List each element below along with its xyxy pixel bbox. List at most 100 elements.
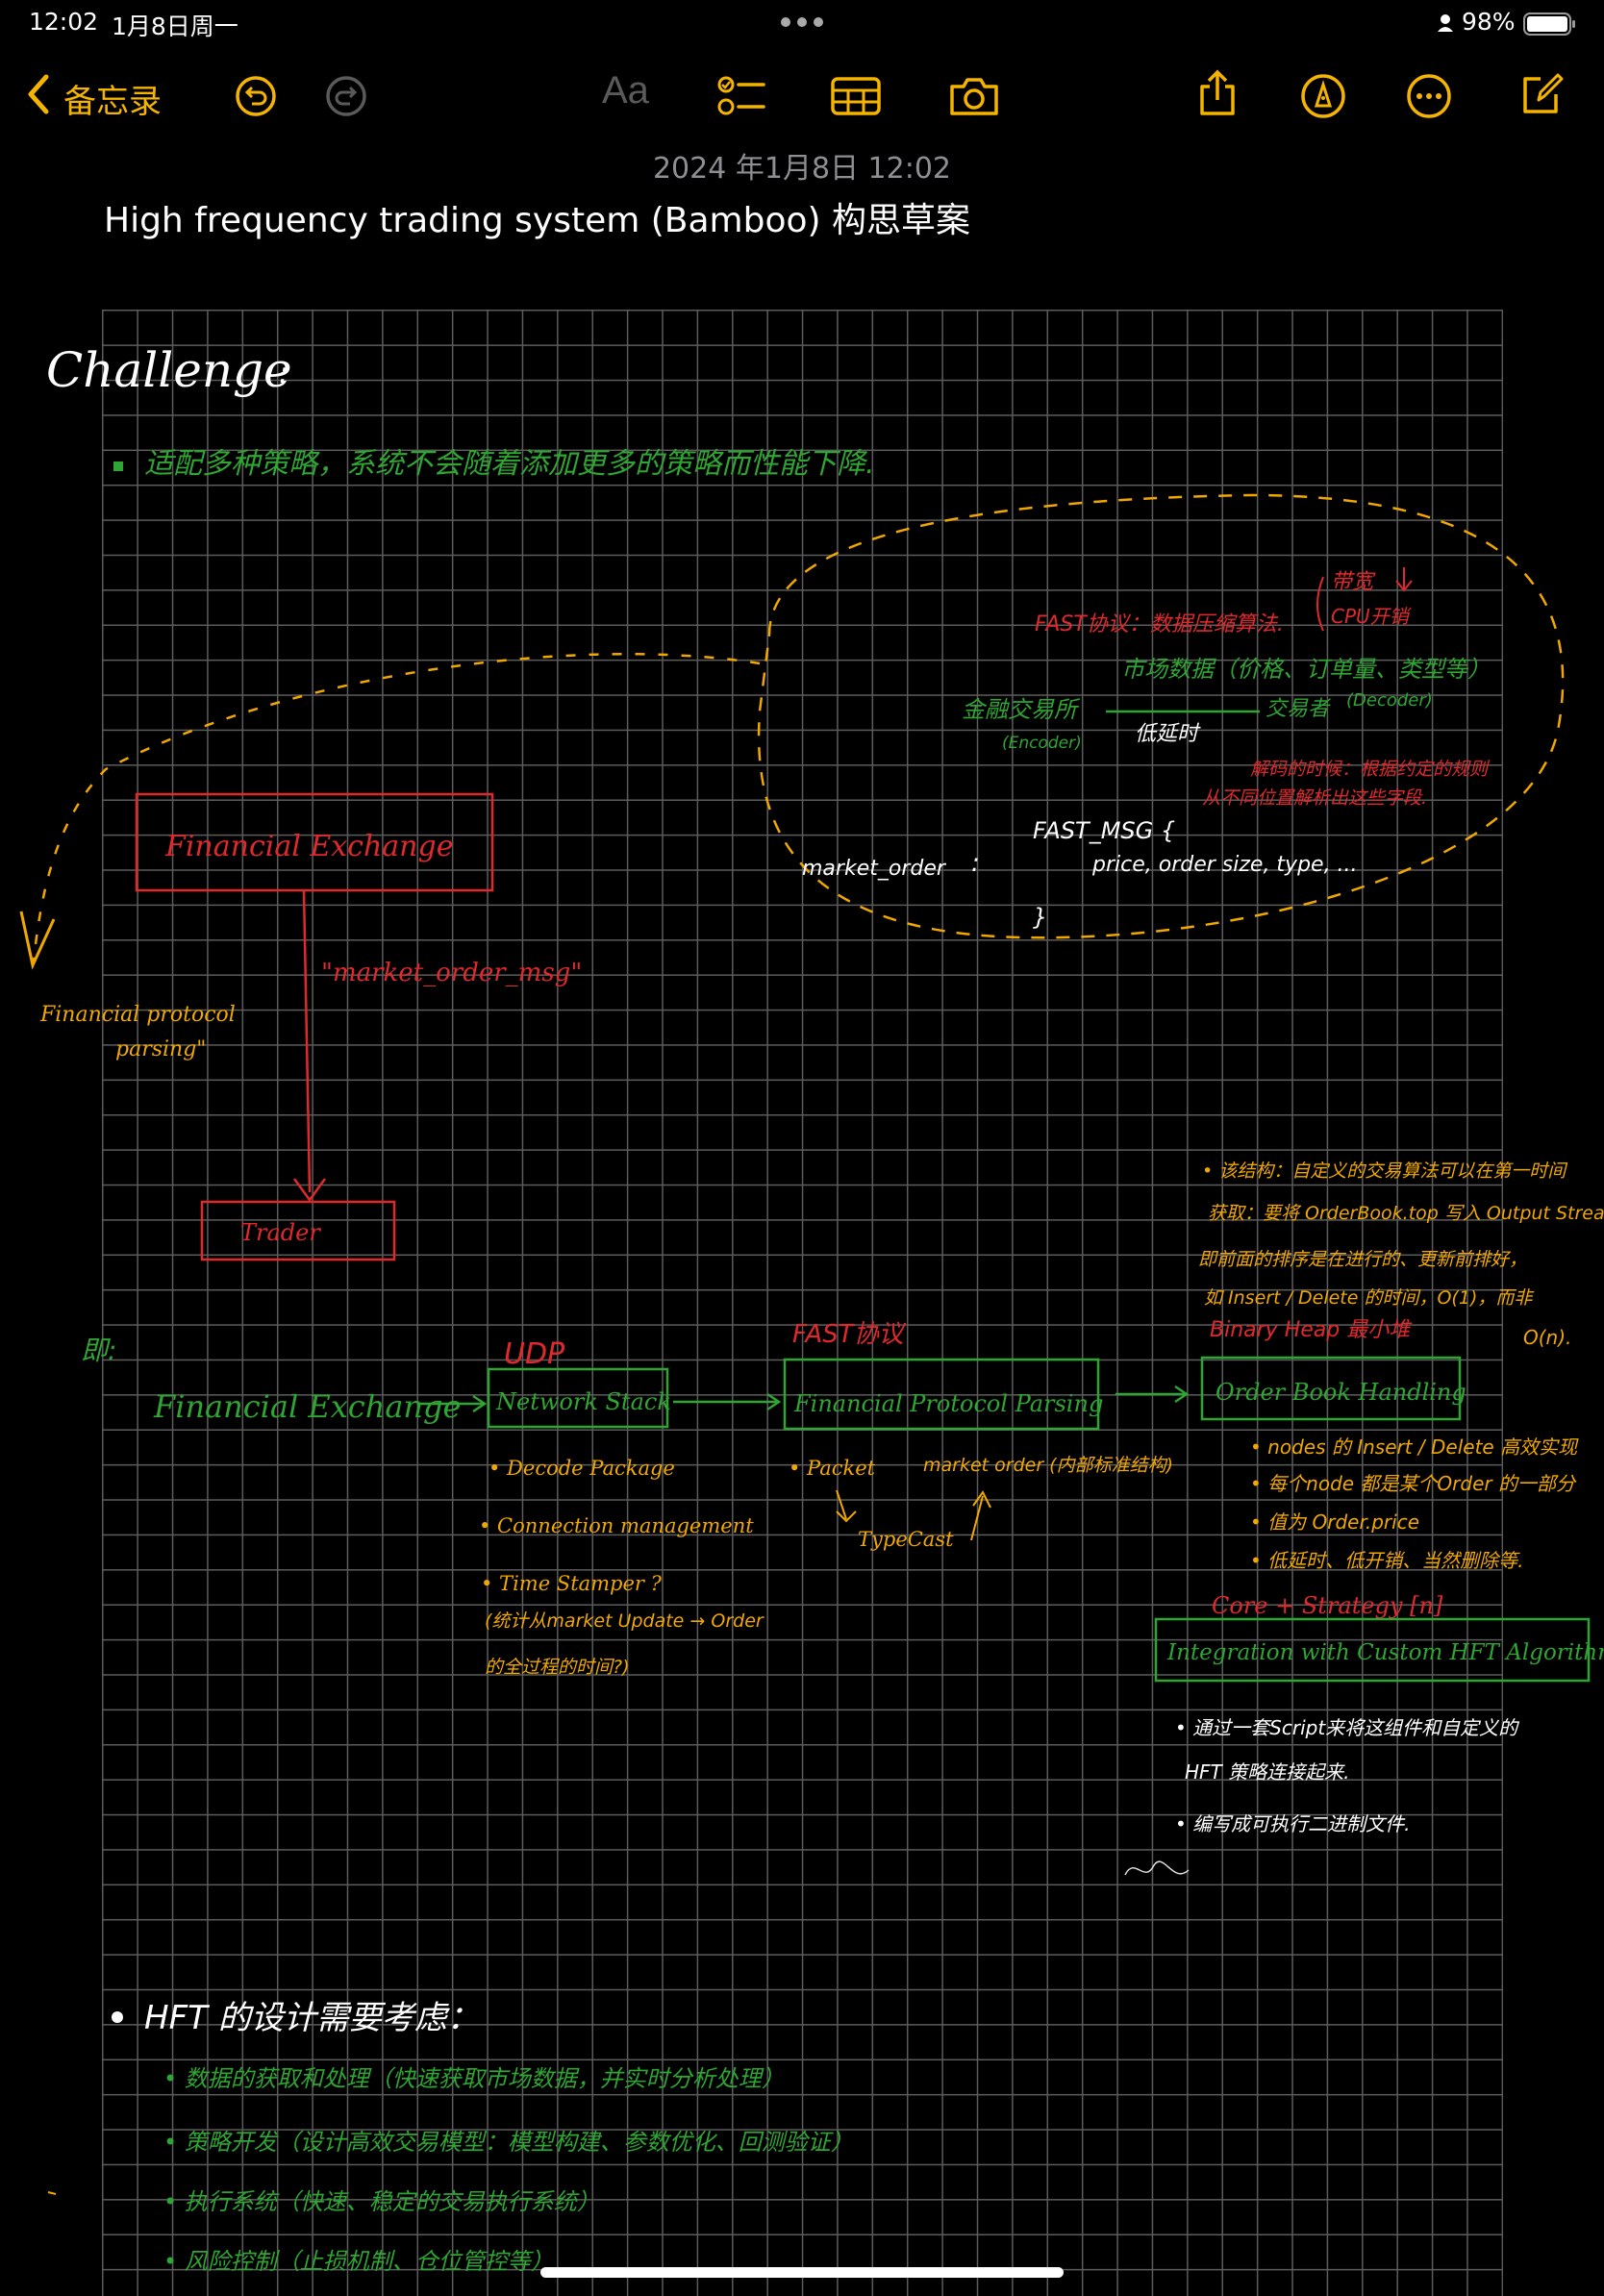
ob-bullet-2: • 每个node 都是某个Order 的一部分 bbox=[1250, 1472, 1577, 1495]
ob-note-4: 如 Insert / Delete 的时间，O(1)，而非 bbox=[1204, 1287, 1535, 1309]
close-brace: } bbox=[1033, 904, 1047, 931]
chevron-left-icon[interactable] bbox=[25, 73, 52, 115]
compose-icon[interactable] bbox=[1519, 71, 1564, 117]
order-book-box bbox=[1200, 1356, 1462, 1421]
low-latency-note: 低延时 bbox=[1135, 722, 1201, 746]
net-bullet-2: • Connection management bbox=[479, 1514, 754, 1537]
status-time: 12:02 bbox=[29, 8, 99, 36]
market-order-internal: market order (内部标准结构) bbox=[923, 1455, 1173, 1476]
integration-box bbox=[1154, 1617, 1591, 1683]
dashed-arc-left bbox=[32, 653, 761, 962]
fast-msg-label: FAST_MSG { bbox=[1033, 817, 1175, 844]
grid-paper[interactable] bbox=[102, 310, 1503, 2296]
battery-icon bbox=[1523, 12, 1575, 36]
net-bullet-1: • Decode Package bbox=[489, 1457, 675, 1480]
hft-item-3: • 执行系统（快速、稳定的交易执行系统） bbox=[163, 2188, 600, 2215]
ob-bullet-1: • nodes 的 Insert / Delete 高效实现 bbox=[1250, 1435, 1579, 1459]
cpu-note: CPU开销 bbox=[1331, 605, 1412, 628]
order-book-label: Order Book Handling bbox=[1216, 1379, 1466, 1406]
ob-note-1: • 该结构：自定义的交易算法可以在第一时间 bbox=[1202, 1160, 1568, 1182]
status-bar: 12:02 1月8日周一 98% bbox=[0, 0, 1604, 46]
challenge-colon: : bbox=[279, 357, 288, 390]
decoder-note: (Decoder) bbox=[1346, 690, 1433, 711]
home-indicator[interactable] bbox=[540, 2267, 1064, 2278]
ob-note-3: 即前面的排序是在进行的、更新前排好， bbox=[1198, 1249, 1527, 1270]
protocol-parsing-box bbox=[783, 1358, 1100, 1431]
arrow-down-icon bbox=[836, 1489, 857, 1523]
financial-exchange-label: Financial Exchange bbox=[164, 830, 453, 863]
packet-label: • Packet bbox=[789, 1457, 876, 1480]
hft-item-4: • 风险控制（止损机制、仓位管控等） bbox=[163, 2248, 554, 2275]
checklist-icon[interactable] bbox=[717, 75, 765, 117]
battery-percent: 98% bbox=[1462, 8, 1516, 36]
small-arrow-icon bbox=[1395, 567, 1413, 592]
decode-note-1: 解码的时候：根据约定的规则 bbox=[1250, 759, 1491, 780]
trader-box bbox=[200, 1200, 396, 1261]
ob-bullet-3: • 值为 Order.price bbox=[1250, 1510, 1419, 1534]
scribble-icon bbox=[1124, 1860, 1190, 1876]
hft-item-1: • 数据的获取和处理（快速获取市场数据，并实时分析处理） bbox=[163, 2065, 785, 2092]
net-bullet-4: (统计从market Update → Order bbox=[485, 1610, 764, 1632]
redo-icon[interactable] bbox=[325, 75, 367, 117]
int-bullet-2: HFT 策略连接起来. bbox=[1185, 1760, 1349, 1784]
arrow-right-icon bbox=[766, 1392, 782, 1411]
network-stack-box bbox=[487, 1367, 669, 1429]
note-date: 2024 年1月8日 12:02 bbox=[652, 152, 952, 186]
market-order-colon: : bbox=[971, 849, 980, 878]
binary-heap-label: Binary Heap 最小堆 bbox=[1210, 1318, 1413, 1342]
person-icon bbox=[1438, 14, 1453, 32]
hft-heading: HFT 的设计需要考虑： bbox=[144, 1999, 480, 2037]
market-order-msg-label: "market_order_msg" bbox=[321, 959, 582, 987]
core-strategy-label: Core + Strategy [n] bbox=[1212, 1592, 1443, 1619]
ob-note-2: 获取：要将 OrderBook.top 写入 Output Stream bbox=[1208, 1203, 1604, 1224]
share-icon[interactable] bbox=[1196, 69, 1239, 117]
arrow-right-icon bbox=[1174, 1385, 1190, 1404]
brace-icon bbox=[1316, 576, 1324, 632]
hft-item-2: • 策略开发（设计高效交易模型：模型构建、参数优化、回测验证） bbox=[163, 2129, 854, 2156]
udp-label: UDP bbox=[504, 1337, 565, 1371]
arrow-down-icon bbox=[292, 1178, 327, 1203]
back-button-label[interactable]: 备忘录 bbox=[63, 83, 162, 121]
bandwidth-note: 带宽 bbox=[1331, 570, 1376, 594]
camera-icon[interactable] bbox=[948, 75, 1000, 117]
arrow-down-icon bbox=[19, 911, 56, 970]
fast-protocol-note: FAST协议：数据压缩算法. bbox=[1035, 612, 1284, 636]
table-icon[interactable] bbox=[831, 77, 881, 115]
multitasking-dots-icon[interactable] bbox=[779, 15, 825, 29]
fast-msg-fields: price, order size, type, ... bbox=[1091, 853, 1358, 877]
arrow-up-icon bbox=[970, 1490, 991, 1541]
market-order-label: market_order bbox=[802, 857, 947, 881]
trader-label: Trader bbox=[240, 1219, 321, 1246]
format-button[interactable]: Aa bbox=[602, 69, 649, 112]
trader-note: 交易者 bbox=[1266, 697, 1332, 721]
more-icon[interactable] bbox=[1406, 73, 1452, 119]
ji-label: 即: bbox=[81, 1335, 116, 1366]
bullet-dot-icon bbox=[113, 462, 123, 471]
note-title[interactable]: High frequency trading system (Bamboo) 构… bbox=[104, 201, 970, 240]
undo-icon[interactable] bbox=[235, 75, 277, 117]
ob-bullet-4: • 低延时、低开销、当然删除等. bbox=[1250, 1549, 1524, 1572]
protocol-parsing-label: Financial Protocol Parsing bbox=[793, 1390, 1103, 1417]
integration-label: Integration with Custom HFT Algorithm bbox=[1166, 1640, 1604, 1665]
stray-mark bbox=[47, 2191, 57, 2195]
market-data-note: 市场数据（价格、订单量、类型等） bbox=[1121, 656, 1491, 683]
markup-pen-icon[interactable] bbox=[1300, 73, 1346, 119]
status-date: 1月8日周一 bbox=[112, 12, 238, 40]
dashed-outline-top bbox=[757, 493, 1565, 939]
note-toolbar bbox=[0, 58, 1604, 135]
exchange-note: 金融交易所 bbox=[962, 696, 1081, 723]
ob-note-5: O(n). bbox=[1523, 1326, 1571, 1349]
challenge-heading: Challenge bbox=[46, 342, 292, 398]
int-bullet-3: • 编写成可执行二进制文件. bbox=[1175, 1812, 1411, 1835]
net-bullet-3: • Time Stamper ? bbox=[481, 1572, 663, 1595]
int-bullet-1: • 通过一套Script来将这组件和自定义的 bbox=[1175, 1716, 1519, 1739]
decode-note-2: 从不同位置解析出这些字段. bbox=[1202, 787, 1427, 809]
financial-exchange-box bbox=[135, 792, 494, 892]
bullet-dot-icon bbox=[112, 2011, 123, 2023]
typecast-label: TypeCast bbox=[858, 1528, 954, 1551]
protocol-label-2: parsing" bbox=[115, 1037, 206, 1061]
network-stack-label: Network Stack bbox=[495, 1388, 671, 1415]
net-bullet-5: 的全过程的时间?) bbox=[485, 1657, 630, 1678]
pipeline-financial-exchange: Financial Exchange bbox=[153, 1388, 461, 1425]
